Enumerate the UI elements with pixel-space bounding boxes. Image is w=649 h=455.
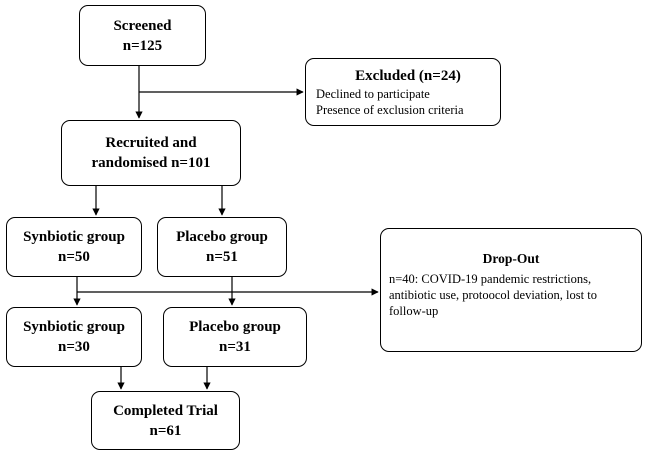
excluded-reason-2: Presence of exclusion criteria [316, 103, 464, 117]
synbiotic-group-title: Synbiotic group [23, 229, 125, 245]
synbiotic-group-box: Synbiotic group n=50 [6, 217, 142, 277]
synbiotic-completers-count: n=30 [58, 339, 90, 355]
completed-trial-box: Completed Trial n=61 [91, 391, 240, 450]
placebo-group-count: n=51 [206, 249, 238, 265]
dropout-reasons: n=40: COVID-19 pandemic restrictions, an… [389, 272, 597, 318]
screened-title: Screened [113, 17, 172, 34]
completed-trial-count: n=61 [149, 422, 182, 439]
synbiotic-completers-box: Synbiotic group n=30 [6, 307, 142, 367]
screened-count: n=125 [122, 37, 163, 54]
excluded-title: Excluded (n=24) [355, 68, 461, 84]
dropout-box: Drop-Out n=40: COVID-19 pandemic restric… [380, 228, 642, 352]
placebo-completers-title: Placebo group [189, 319, 281, 335]
recruited-box: Recruited and randomised n=101 [61, 120, 241, 186]
synbiotic-group-count: n=50 [58, 249, 90, 265]
dropout-title: Drop-Out [482, 251, 540, 266]
synbiotic-completers-title: Synbiotic group [23, 319, 125, 335]
placebo-group-box: Placebo group n=51 [157, 217, 287, 277]
recruited-line-2: randomised n=101 [91, 155, 211, 171]
excluded-reason-1: Declined to participate [316, 87, 430, 101]
placebo-completers-count: n=31 [219, 339, 251, 355]
placebo-group-title: Placebo group [176, 229, 268, 245]
placebo-completers-box: Placebo group n=31 [163, 307, 307, 367]
recruited-line-1: Recruited and [105, 135, 197, 151]
screened-box: Screened n=125 [79, 5, 206, 66]
excluded-box: Excluded (n=24) Declined to participate … [305, 58, 501, 126]
completed-trial-title: Completed Trial [113, 402, 218, 419]
